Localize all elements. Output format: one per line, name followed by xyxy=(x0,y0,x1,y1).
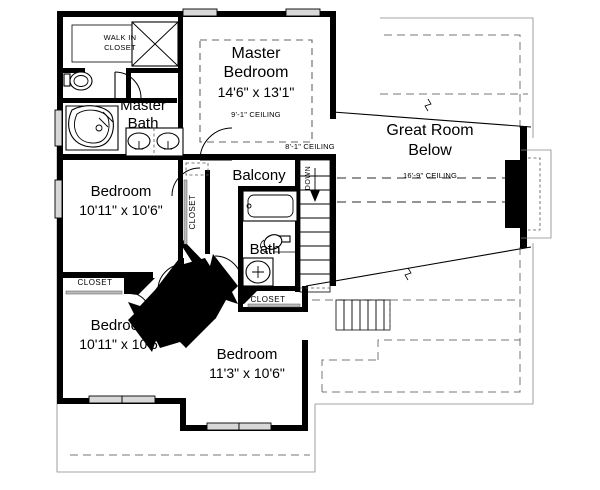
window-master-left xyxy=(182,8,218,17)
wall-wedges xyxy=(130,240,262,304)
label-walk-in-closet: WALK IN CLOSET xyxy=(104,33,137,52)
bath-toilet-icon xyxy=(260,234,291,253)
master-bedroom-outer-ceiling: 8'-1" CEILING xyxy=(285,142,335,151)
master-bedroom-dimensions: 14'6" x 13'1" xyxy=(218,84,295,100)
shower-icon xyxy=(131,21,179,67)
master-bedroom-tray-outline xyxy=(199,39,313,143)
staircase: DOWN xyxy=(299,159,391,331)
bedroom3-name: Bedroom xyxy=(91,317,152,334)
interior-walls xyxy=(57,17,336,312)
label-bedroom-2: Bedroom 10'11" x 10'6" xyxy=(79,183,163,218)
bedroom2-name: Bedroom xyxy=(91,183,152,200)
stair-down-label: DOWN xyxy=(305,166,312,191)
windows xyxy=(54,8,321,431)
hall-bath-fixtures xyxy=(242,190,298,287)
hall-landing xyxy=(128,254,238,352)
bedroom3-dimensions: 10'11" x 10'6" xyxy=(79,336,163,352)
bath-sink-icon xyxy=(242,257,274,287)
great-room-line2: Below xyxy=(408,142,452,159)
label-closet-bedroom3: CLOSET xyxy=(77,278,112,287)
bathtub-icon xyxy=(242,190,298,222)
master-bedroom-line2: Bedroom xyxy=(224,64,289,81)
label-bedroom-4: Bedroom 11'3" x 10'6" xyxy=(209,346,285,381)
label-balcony: Balcony xyxy=(232,167,286,184)
master-bath-fixtures xyxy=(63,21,184,157)
window-master-right xyxy=(285,8,321,17)
great-room-ceiling: 16'-9" CEILING xyxy=(403,171,457,180)
label-bath: Bath xyxy=(250,241,281,258)
closet-shelf-detail xyxy=(185,162,209,176)
bedroom2-dimensions: 10'11" x 10'6" xyxy=(79,202,163,218)
closet-rods xyxy=(65,179,301,308)
below-floor-dashed-outline xyxy=(70,34,528,456)
label-master-bath: Master Bath xyxy=(120,97,166,132)
great-room-boundary xyxy=(305,98,532,287)
window-bedroom2 xyxy=(54,179,63,219)
garden-tub-icon xyxy=(65,105,119,151)
label-bedroom-3: Bedroom 10'11" x 10'6" xyxy=(79,317,163,352)
label-great-room: Great Room Below 16'-9" CEILING xyxy=(386,122,473,180)
double-vanity-icon xyxy=(125,127,184,157)
great-room-line1: Great Room xyxy=(386,122,473,139)
window-bedroom3-a xyxy=(88,395,123,404)
window-bedroom4-b xyxy=(238,422,272,431)
toilet-icon xyxy=(63,71,93,91)
master-bedroom-ceiling: 9'-1" CEILING xyxy=(231,110,281,119)
master-bath-line2: Bath xyxy=(128,115,159,132)
walk-in-closet-line1: WALK IN xyxy=(104,33,137,42)
window-bedroom4-a xyxy=(206,422,240,431)
window-master-bath xyxy=(54,109,63,147)
label-closet-bedroom2: CLOSET xyxy=(188,194,197,229)
window-bedroom3-b xyxy=(121,395,156,404)
lower-stair-run xyxy=(335,299,391,331)
great-room-ceiling-lines xyxy=(337,177,520,203)
label-master-bedroom: Master Bedroom 14'6" x 13'1" 9'-1" CEILI… xyxy=(218,45,295,119)
label-closet-bedroom4: CLOSET xyxy=(250,295,285,304)
walk-in-closet-line2: CLOSET xyxy=(104,43,136,52)
bedroom4-name: Bedroom xyxy=(217,346,278,363)
master-bedroom-line1: Master xyxy=(232,45,282,62)
bedroom4-dimensions: 11'3" x 10'6" xyxy=(209,365,285,381)
master-bath-line1: Master xyxy=(120,97,166,114)
